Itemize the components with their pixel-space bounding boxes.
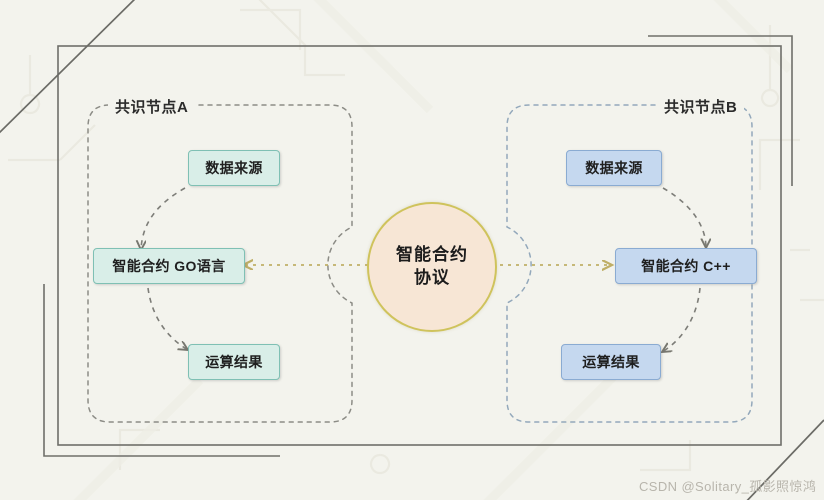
- node-b-result-box[interactable]: 运算结果: [561, 344, 661, 380]
- hub-title-line1: 智能合约: [396, 245, 468, 265]
- node-a-contract-box[interactable]: 智能合约 GO语言: [93, 248, 245, 284]
- hub-title-line2: 协议: [414, 268, 450, 287]
- node-a-label: 共识节点A: [108, 96, 196, 117]
- node-a-data-source-box[interactable]: 数据来源: [188, 150, 280, 186]
- central-protocol-circle[interactable]: 智能合约 协议: [367, 202, 497, 332]
- node-b-contract-box[interactable]: 智能合约 C++: [615, 248, 757, 284]
- node-b-label: 共识节点B: [657, 96, 745, 117]
- node-b-data-source-box[interactable]: 数据来源: [566, 150, 662, 186]
- node-a-result-box[interactable]: 运算结果: [188, 344, 280, 380]
- csdn-watermark: CSDN @Solitary_孤影照惊鸿: [639, 479, 817, 494]
